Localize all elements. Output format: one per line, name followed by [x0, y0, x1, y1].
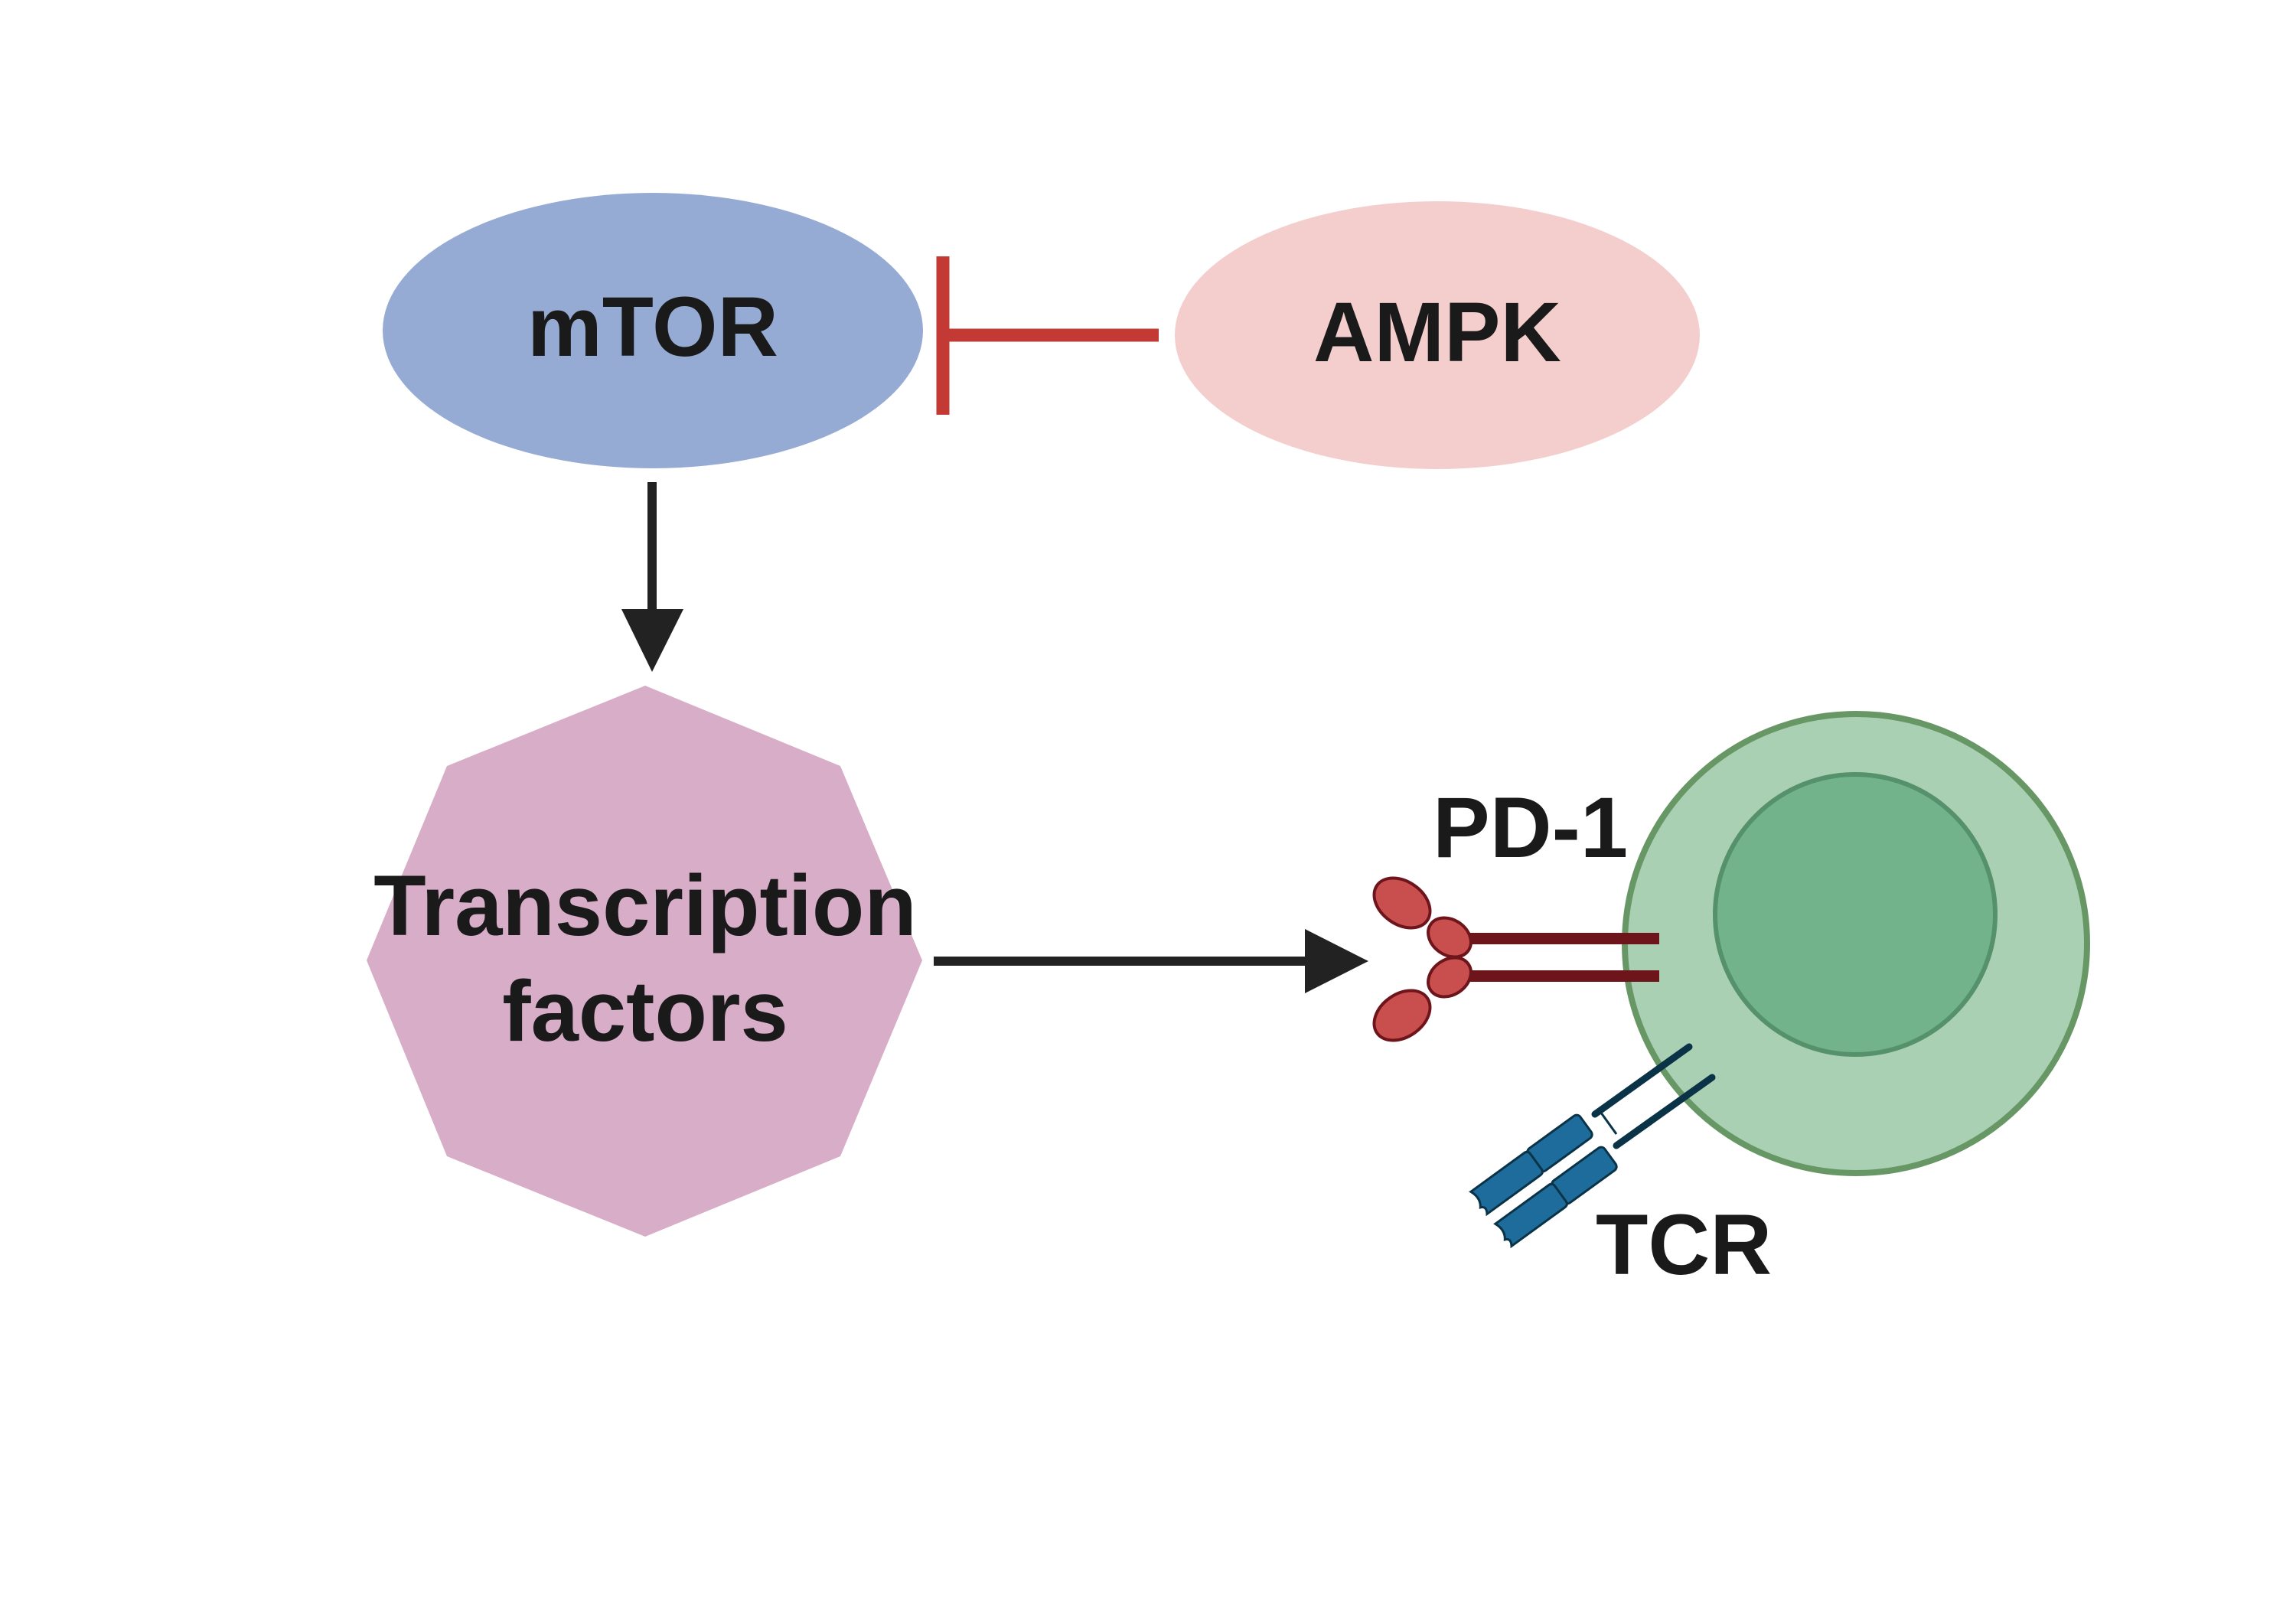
tcr-stalk-upper: [1591, 1043, 1693, 1118]
pd1-domain-lower-inner: [1427, 956, 1473, 999]
tcr-receptor[interactable]: TCR: [1469, 1043, 1772, 1292]
pd1-label: PD-1: [1433, 780, 1628, 875]
pd1-domain-lower-outer: [1372, 989, 1432, 1042]
pd1-domain-upper-inner: [1427, 916, 1473, 959]
transcription-factors-octagon: [367, 686, 922, 1237]
pd1-receptor[interactable]: PD-1: [1365, 780, 1659, 1051]
transcription-factors-label-line1: Transcription: [373, 858, 916, 953]
pd1-domain-upper-outer: [1372, 876, 1432, 930]
tcr-disulfide-bond: [1597, 1109, 1618, 1135]
tcr-alpha-variable-domain: [1469, 1150, 1544, 1217]
transcription-factors-node[interactable]: Transcription factors: [367, 686, 922, 1237]
pd1-stalk-upper: [1460, 933, 1659, 944]
tcr-label: TCR: [1596, 1197, 1772, 1292]
tcr-beta-variable-domain: [1493, 1182, 1568, 1249]
pd1-stalk-lower: [1460, 970, 1659, 982]
arrow-tf-to-pd1: [934, 929, 1368, 993]
transcription-factors-label-line2: factors: [502, 963, 788, 1059]
inhibition-edge-ampk-mtor: [936, 256, 1159, 415]
mtor-node[interactable]: mTOR: [383, 193, 923, 468]
arrowhead-icon: [1305, 929, 1368, 993]
arrowhead-icon: [621, 609, 683, 672]
mtor-ellipse: [383, 193, 923, 468]
t-cell-nucleus: [1713, 772, 1998, 1057]
t-cell[interactable]: [1622, 711, 2090, 1176]
ampk-ellipse: [1175, 201, 1700, 469]
ampk-node[interactable]: AMPK: [1175, 201, 1700, 469]
arrow-mtor-to-tf: [621, 482, 683, 672]
mtor-label: mTOR: [527, 280, 778, 374]
tcr-stalk-lower: [1613, 1074, 1716, 1149]
ampk-label: AMPK: [1313, 285, 1561, 380]
